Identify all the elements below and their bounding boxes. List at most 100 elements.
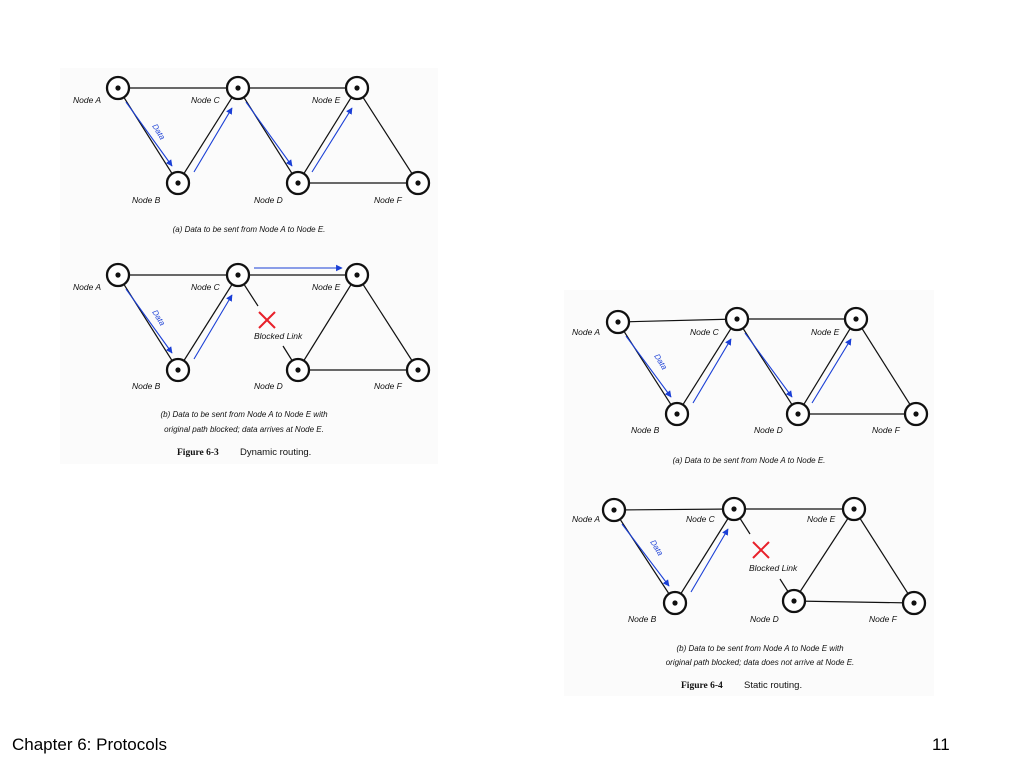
caption-line: (b) Data to be sent from Node A to Node … (676, 644, 844, 653)
panel-b: Data Blocked Link Node A Node B Node C N… (572, 496, 927, 667)
data-arrow (692, 338, 732, 404)
data-label: Data (652, 352, 669, 372)
node-b-dot (175, 180, 181, 186)
blocked-link-label: Blocked Link (254, 331, 303, 341)
link-d-f (793, 600, 915, 604)
node-label-e: Node E (312, 282, 341, 292)
data-arrow (690, 528, 729, 593)
link-e-f (853, 508, 915, 604)
nodes (105, 75, 431, 196)
link-b-c (676, 318, 738, 415)
blocked-x-icon (258, 311, 276, 329)
node-a-dot (115, 85, 121, 91)
node-label-d: Node D (254, 195, 283, 205)
node-label-d: Node D (254, 381, 283, 391)
node-f-dot (415, 180, 421, 186)
node-e-dot (354, 85, 360, 91)
node-label-e: Node E (811, 327, 840, 337)
node-label-f: Node F (872, 425, 901, 435)
link-b-c (177, 274, 239, 371)
link-a-c (617, 318, 738, 323)
node-c-dot (235, 85, 241, 91)
data-arrow (125, 101, 173, 167)
footer-chapter-title: Chapter 6: Protocols (12, 735, 167, 754)
node-f-dot (911, 600, 917, 606)
link-d-e (297, 87, 358, 184)
node-c-dot (734, 316, 740, 322)
node-d-dot (791, 598, 797, 604)
node-label-e: Node E (312, 95, 341, 105)
link-e-f (356, 87, 419, 184)
link-d-e (793, 508, 855, 602)
caption-line: (a) Data to be sent from Node A to Node … (173, 225, 326, 234)
node-a-dot (611, 507, 617, 513)
figure-6-3-diagram: Data Node A Node B Node C Node D Node E … (73, 75, 431, 458)
link-e-f (855, 318, 917, 415)
data-arrow (125, 288, 173, 354)
node-label-d: Node D (754, 425, 783, 435)
link-c-d (736, 318, 799, 415)
link-b-c (674, 508, 735, 604)
node-a-dot (115, 272, 121, 278)
node-label-c: Node C (191, 282, 221, 292)
link-d-e (297, 274, 358, 371)
node-b-dot (175, 367, 181, 373)
caption-line: original path blocked; data does not arr… (666, 658, 855, 667)
link-a-b (617, 321, 678, 415)
data-arrow (245, 101, 293, 167)
node-e-dot (851, 506, 857, 512)
panel-a: Data Node A Node B Node C Node D Node E … (572, 306, 929, 465)
caption-line: original path blocked; data arrives at N… (164, 425, 324, 434)
nodes (105, 262, 431, 383)
node-label-a: Node A (73, 282, 101, 292)
node-label-a: Node A (572, 514, 600, 524)
nodes (601, 496, 927, 616)
link-a-b (117, 274, 179, 371)
node-label-b: Node B (631, 425, 660, 435)
figure-title: Dynamic routing. (240, 447, 311, 458)
node-label-b: Node B (628, 614, 657, 624)
node-e-dot (853, 316, 859, 322)
node-b-dot (674, 411, 680, 417)
node-label-a: Node A (572, 327, 600, 337)
link-d-e (797, 318, 857, 415)
node-a-dot (615, 319, 621, 325)
node-label-c: Node C (686, 514, 716, 524)
panel-a: Data Node A Node B Node C Node D Node E … (73, 75, 431, 234)
node-label-d: Node D (750, 614, 779, 624)
node-label-f: Node F (374, 381, 403, 391)
node-c-dot (235, 272, 241, 278)
node-label-a: Node A (73, 95, 101, 105)
figure-6-4-diagram: Data Node A Node B Node C Node D Node E … (572, 306, 929, 691)
figure-title: Static routing. (744, 680, 802, 691)
link-e-f (356, 274, 419, 371)
figure-6-3: Data Node A Node B Node C Node D Node E … (60, 68, 438, 464)
node-label-f: Node F (374, 195, 403, 205)
link-c-d (237, 87, 299, 184)
node-label-c: Node C (690, 327, 720, 337)
blocked-link-label: Blocked Link (749, 563, 798, 573)
node-f-dot (913, 411, 919, 417)
node-d-dot (295, 367, 301, 373)
link-a-c (613, 508, 735, 511)
node-label-e: Node E (807, 514, 836, 524)
node-d-dot (795, 411, 801, 417)
figure-number: Figure 6-3 (177, 448, 219, 458)
data-arrow (311, 107, 353, 173)
data-arrow (744, 332, 793, 398)
caption-line: (a) Data to be sent from Node A to Node … (673, 456, 826, 465)
node-c-dot (731, 506, 737, 512)
data-arrow (811, 338, 852, 404)
nodes (605, 306, 929, 427)
figure-number: Figure 6-4 (681, 681, 723, 691)
data-label: Data (648, 538, 665, 558)
node-e-dot (354, 272, 360, 278)
node-label-c: Node C (191, 95, 221, 105)
blocked-x-icon (752, 541, 770, 559)
node-label-f: Node F (869, 614, 898, 624)
data-arrow (621, 523, 670, 587)
link-b-c (177, 87, 239, 184)
panel-b: Data Blocked Link Node A Node B Node C N… (73, 262, 431, 434)
data-arrow (193, 294, 233, 360)
caption-line: (b) Data to be sent from Node A to Node … (160, 410, 328, 419)
